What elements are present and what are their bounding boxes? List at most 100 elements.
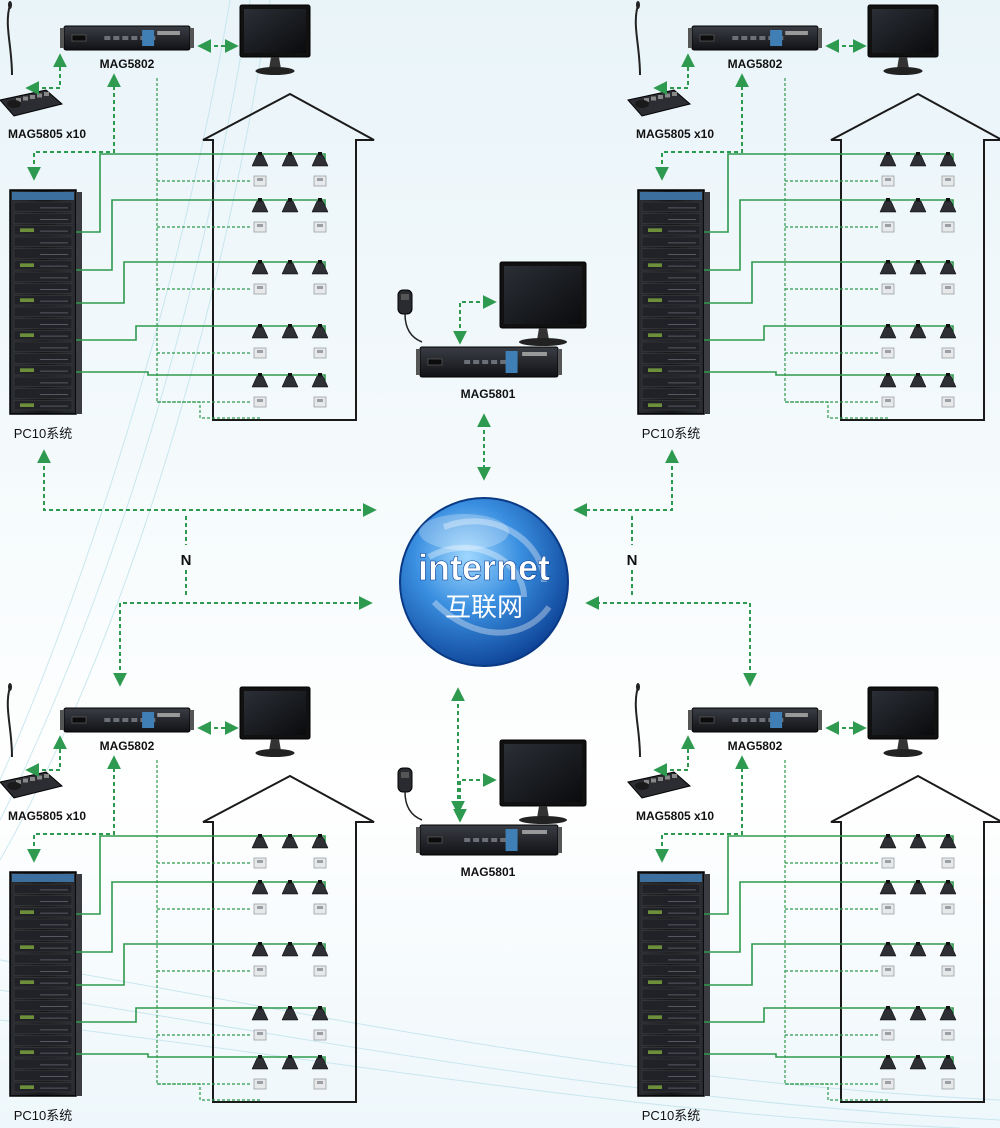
speaker-icon: [311, 834, 329, 849]
terminal-box-icon: [313, 175, 327, 187]
rack-system-label: PC10系统: [14, 1108, 73, 1123]
console-label: MAG5805 x10: [636, 809, 714, 823]
speaker-icon: [909, 1055, 927, 1070]
speaker-icon: [251, 198, 269, 213]
arrow-icon: [27, 73, 121, 181]
rack-system-label: PC10系统: [14, 426, 73, 441]
speaker-icon: [251, 880, 269, 895]
monitor-icon: [867, 4, 939, 75]
globe-icon: [399, 497, 569, 667]
speaker-icon: [939, 260, 957, 275]
paging-console-icon: [0, 771, 64, 799]
house-outline-icon: [830, 774, 1000, 1103]
center-label: MAG5801: [461, 387, 516, 401]
speaker-icon: [879, 198, 897, 213]
monitor-icon: [867, 686, 939, 757]
arrow-icon: [37, 449, 377, 517]
arrow-icon: [25, 53, 67, 95]
speaker-icon: [311, 880, 329, 895]
console-label: MAG5805 x10: [8, 809, 86, 823]
speaker-icon: [909, 880, 927, 895]
amplifier-icon: [416, 824, 562, 856]
terminal-box-icon: [941, 1029, 955, 1041]
terminal-box-icon: [253, 1078, 267, 1090]
speaker-icon: [879, 373, 897, 388]
speaker-icon: [281, 880, 299, 895]
speaker-icon: [939, 324, 957, 339]
center-bottom-unit: MAG5801: [397, 739, 587, 879]
microphone-icon: [634, 683, 641, 758]
speaker-icon: [251, 1006, 269, 1021]
speaker-icon: [251, 834, 269, 849]
terminal-box-icon: [313, 396, 327, 408]
speaker-icon: [311, 152, 329, 167]
speaker-icon: [879, 260, 897, 275]
globe-subtitle: 互联网: [445, 593, 523, 623]
speaker-icon: [909, 260, 927, 275]
speaker-icon: [311, 260, 329, 275]
speaker-icon: [879, 1055, 897, 1070]
terminal-box-icon: [941, 903, 955, 915]
speaker-icon: [879, 152, 897, 167]
house-outline-icon: [830, 92, 1000, 421]
speaker-icon: [251, 942, 269, 957]
speaker-icon: [311, 1055, 329, 1070]
arrow-icon: [653, 735, 695, 777]
terminal-box-icon: [941, 1078, 955, 1090]
rack-cabinet-icon: [637, 871, 710, 1097]
amplifier-icon: [60, 25, 194, 51]
speaker-icon: [879, 942, 897, 957]
internet-globe: internet 互联网: [399, 497, 569, 667]
console-label: MAG5805 x10: [8, 127, 86, 141]
terminal-box-icon: [941, 396, 955, 408]
terminal-box-icon: [881, 965, 895, 977]
speaker-icon: [939, 1006, 957, 1021]
terminal-box-icon: [941, 347, 955, 359]
speaker-icon: [909, 834, 927, 849]
center-top-unit: MAG5801: [397, 261, 587, 401]
microphone-icon: [634, 1, 641, 76]
terminal-box-icon: [881, 1078, 895, 1090]
house-outline-icon: [202, 774, 375, 1103]
terminal-box-icon: [881, 903, 895, 915]
speaker-icon: [939, 942, 957, 957]
terminal-box-icon: [253, 1029, 267, 1041]
terminal-box-icon: [253, 347, 267, 359]
monitor-icon: [239, 686, 311, 757]
microphone-icon: [6, 683, 13, 758]
speaker-icon: [939, 152, 957, 167]
terminal-box-icon: [313, 857, 327, 869]
arrow-icon: [655, 755, 749, 863]
speaker-icon: [281, 373, 299, 388]
speaker-icon: [879, 1006, 897, 1021]
monitor-icon: [499, 261, 587, 346]
server-label: MAG5802: [728, 57, 783, 71]
speaker-icon: [909, 324, 927, 339]
speaker-icon: [939, 198, 957, 213]
speaker-icon: [311, 1006, 329, 1021]
speaker-icon: [939, 834, 957, 849]
rack-system-label: PC10系统: [642, 426, 701, 441]
arrow-icon: [453, 295, 497, 345]
n-label-left: N: [181, 552, 192, 569]
terminal-box-icon: [253, 396, 267, 408]
speaker-icon: [281, 942, 299, 957]
terminal-box-icon: [881, 396, 895, 408]
terminal-box-icon: [941, 965, 955, 977]
speaker-icon: [311, 373, 329, 388]
paging-console-icon: [627, 771, 692, 799]
arrow-icon: [585, 596, 757, 687]
monitor-icon: [499, 739, 587, 824]
speaker-icon: [311, 198, 329, 213]
rack-system-label: PC10系统: [642, 1108, 701, 1123]
speaker-icon: [251, 373, 269, 388]
speaker-icon: [281, 260, 299, 275]
center-label: MAG5801: [461, 865, 516, 879]
terminal-box-icon: [941, 283, 955, 295]
globe-title: internet: [418, 547, 550, 588]
terminal-box-icon: [313, 1029, 327, 1041]
speaker-icon: [281, 324, 299, 339]
